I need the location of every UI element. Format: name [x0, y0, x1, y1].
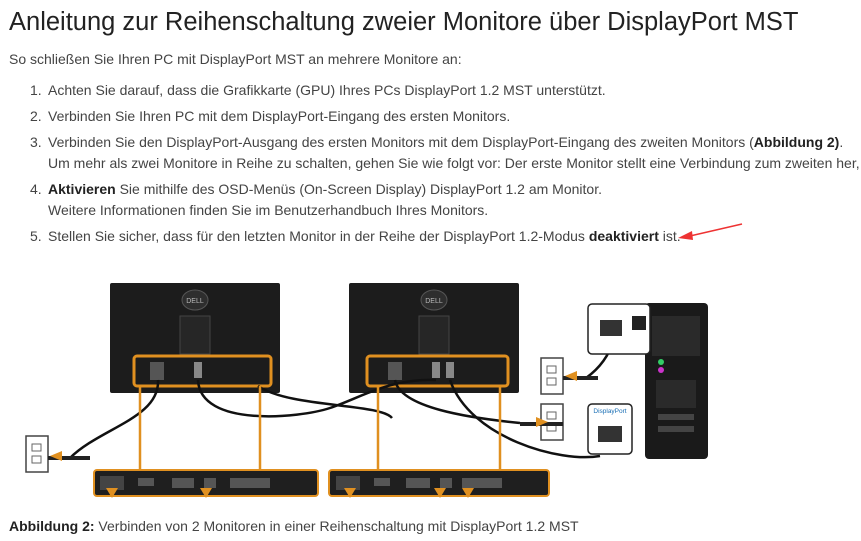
displayport-inset: DisplayPort — [587, 403, 633, 455]
figure-caption: Abbildung 2: Verbinden von 2 Monitoren i… — [9, 518, 579, 534]
displayport-label: DisplayPort — [593, 408, 626, 415]
step-number: 4. — [30, 181, 42, 197]
step-text: . — [839, 134, 844, 150]
step-text: Sie mithilfe des OSD-Menüs (On-Screen Di… — [115, 181, 602, 197]
list-item: 3. Verbinden Sie den DisplayPort-Ausgang … — [30, 132, 861, 174]
step-number: 3. — [30, 134, 42, 150]
step-continuation: Um mehr als zwei Monitore in Reihe zu sc… — [48, 155, 861, 171]
step-text: Verbinden Sie Ihren PC mit dem DisplayPo… — [48, 108, 511, 124]
step-number: 5. — [30, 228, 42, 244]
step-text: Verbinden Sie den DisplayPort-Ausgang de… — [48, 134, 754, 150]
list-item: 1. Achten Sie darauf, dass die Grafikkart… — [30, 80, 861, 101]
brand-logo: DELL — [425, 298, 443, 305]
red-arrow-icon — [678, 223, 743, 240]
page-title: Anleitung zur Reihenschaltung zweier Mon… — [9, 8, 799, 36]
monitor-2: DELL — [349, 283, 519, 393]
power-outlet-icon — [540, 357, 564, 395]
caption-text: Verbinden von 2 Monitoren in einer Reihe… — [94, 518, 579, 534]
power-outlet-icon — [25, 435, 49, 473]
step-number: 1. — [30, 82, 42, 98]
power-plug-inset — [587, 303, 651, 355]
pc-tower — [645, 303, 708, 459]
list-item: 5. Stellen Sie sicher, dass für den letzt… — [30, 226, 861, 247]
connection-diagram: DELL DELL — [25, 283, 708, 498]
step-text: Stellen Sie sicher, dass für den letzten… — [48, 228, 589, 244]
step-emphasis: deaktiviert — [588, 228, 659, 244]
caption-label: Abbildung 2: — [9, 518, 95, 534]
intro-text: So schließen Sie Ihren PC mit DisplayPor… — [9, 51, 462, 67]
brand-logo: DELL — [186, 298, 204, 305]
step-number: 2. — [30, 108, 42, 124]
steps-list: 1. Achten Sie darauf, dass die Grafikkart… — [30, 80, 861, 252]
step-emphasis: Aktivieren — [48, 181, 116, 197]
port-panel-2 — [328, 469, 550, 498]
port-panel-1 — [93, 469, 319, 498]
list-item: 2. Verbinden Sie Ihren PC mit dem Display… — [30, 106, 861, 127]
step-continuation: Weitere Informationen finden Sie im Benu… — [48, 202, 489, 218]
figure-reference: Abbildung 2) — [753, 134, 840, 150]
list-item: 4. Aktivieren Sie mithilfe des OSD-Menüs … — [30, 179, 861, 221]
step-text: ist. — [658, 228, 681, 244]
step-text: Achten Sie darauf, dass die Grafikkarte … — [48, 82, 606, 98]
monitor-1: DELL — [110, 283, 280, 393]
